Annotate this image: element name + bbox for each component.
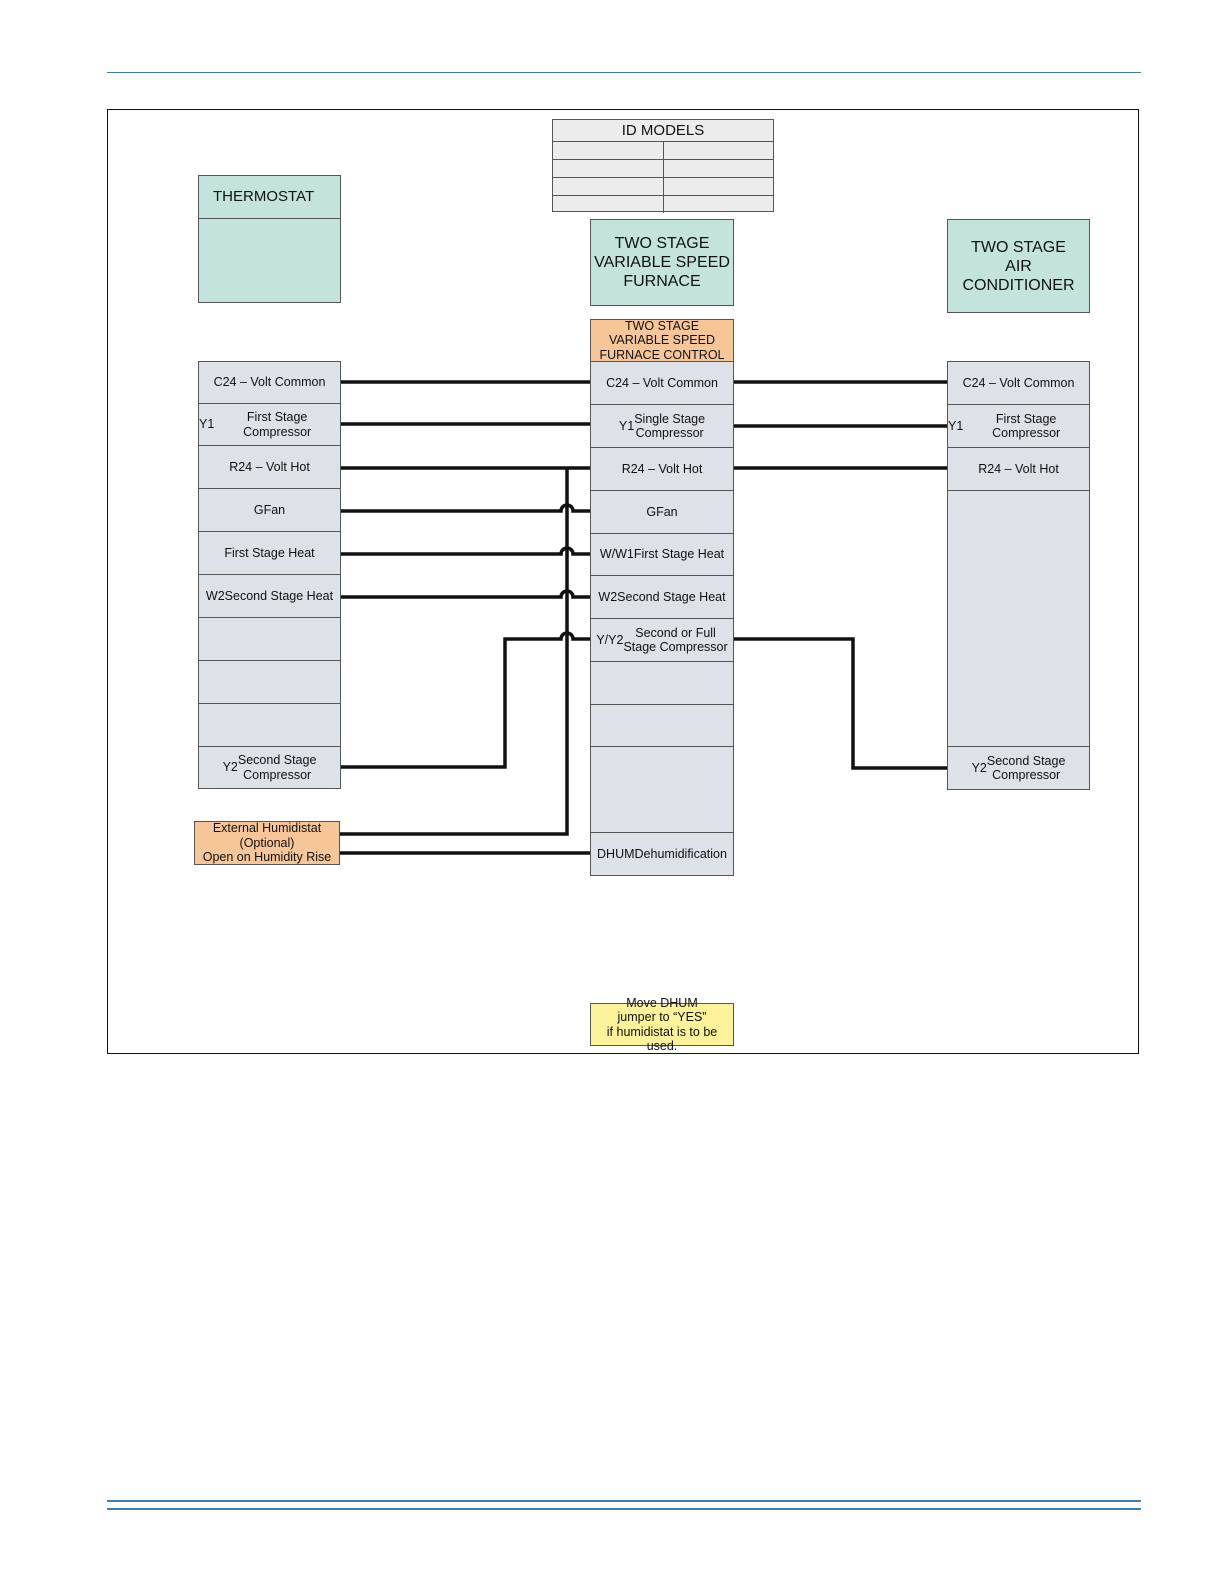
thermostat-terminal-w1: First Stage Heat	[198, 531, 341, 575]
thermostat-title: THERMOSTAT	[198, 175, 341, 219]
diagram-frame	[107, 109, 1139, 1054]
furnace-terminal-y2: Y/Y2 Second or Full Stage Compressor	[590, 618, 734, 662]
furnace-terminal-r: R 24 – Volt Hot	[590, 447, 734, 491]
wire-r-to-humidistat	[340, 468, 569, 836]
wire-g-thermostat-furnace	[341, 503, 590, 513]
air-conditioner-title: TWO STAGE AIR CONDITIONER	[947, 219, 1090, 313]
thermostat-terminal-y2: Y2 Second Stage Compressor	[198, 746, 341, 789]
thermostat-terminal-blank	[198, 660, 341, 704]
id-models-row	[553, 196, 773, 213]
ac-terminal-r: R 24 – Volt Hot	[947, 447, 1090, 491]
id-models-table: ID MODELS	[552, 119, 774, 213]
furnace-terminal-y1: Y1 Single Stage Compressor	[590, 404, 734, 448]
id-models-title: ID MODELS	[553, 120, 773, 142]
furnace-control-label: TWO STAGE VARIABLE SPEED FURNACE CONTROL	[590, 319, 734, 362]
ac-terminal-blank	[947, 490, 1090, 747]
footer-rule	[107, 1500, 1141, 1510]
wire-w2-thermostat-furnace	[341, 589, 590, 599]
furnace-terminal-c: C 24 – Volt Common	[590, 361, 734, 405]
id-models-row	[553, 178, 773, 196]
thermostat-body	[198, 218, 341, 303]
furnace-terminal-dhum: DHUM Dehumidification	[590, 832, 734, 876]
ac-terminal-y1: Y1 First Stage Compressor	[947, 404, 1090, 448]
thermostat-terminal-y1: Y1 First Stage Compressor	[198, 403, 341, 446]
thermostat-terminal-r: R 24 – Volt Hot	[198, 445, 341, 489]
dhum-jumper-note: Move DHUM jumper to “YES” if humidistat …	[590, 996, 734, 1053]
id-models-row	[553, 160, 773, 178]
ac-terminal-y2: Y2 Second Stage Compressor	[947, 746, 1090, 790]
id-models-row	[553, 142, 773, 160]
header-rule	[107, 72, 1141, 73]
thermostat-terminal-g: G Fan	[198, 488, 341, 532]
wire-w1-thermostat-furnace	[341, 546, 590, 556]
wire-y2-furnace-ac	[734, 637, 947, 770]
furnace-title: TWO STAGE VARIABLE SPEED FURNACE	[590, 219, 734, 306]
external-humidistat: External Humidistat (Optional) Open on H…	[194, 821, 340, 865]
furnace-terminal-blank	[590, 661, 734, 705]
wire-y2-thermostat-furnace	[341, 631, 590, 769]
furnace-terminal-blank	[590, 746, 734, 833]
ac-terminal-c: C 24 – Volt Common	[947, 361, 1090, 405]
thermostat-terminal-blank	[198, 617, 341, 661]
